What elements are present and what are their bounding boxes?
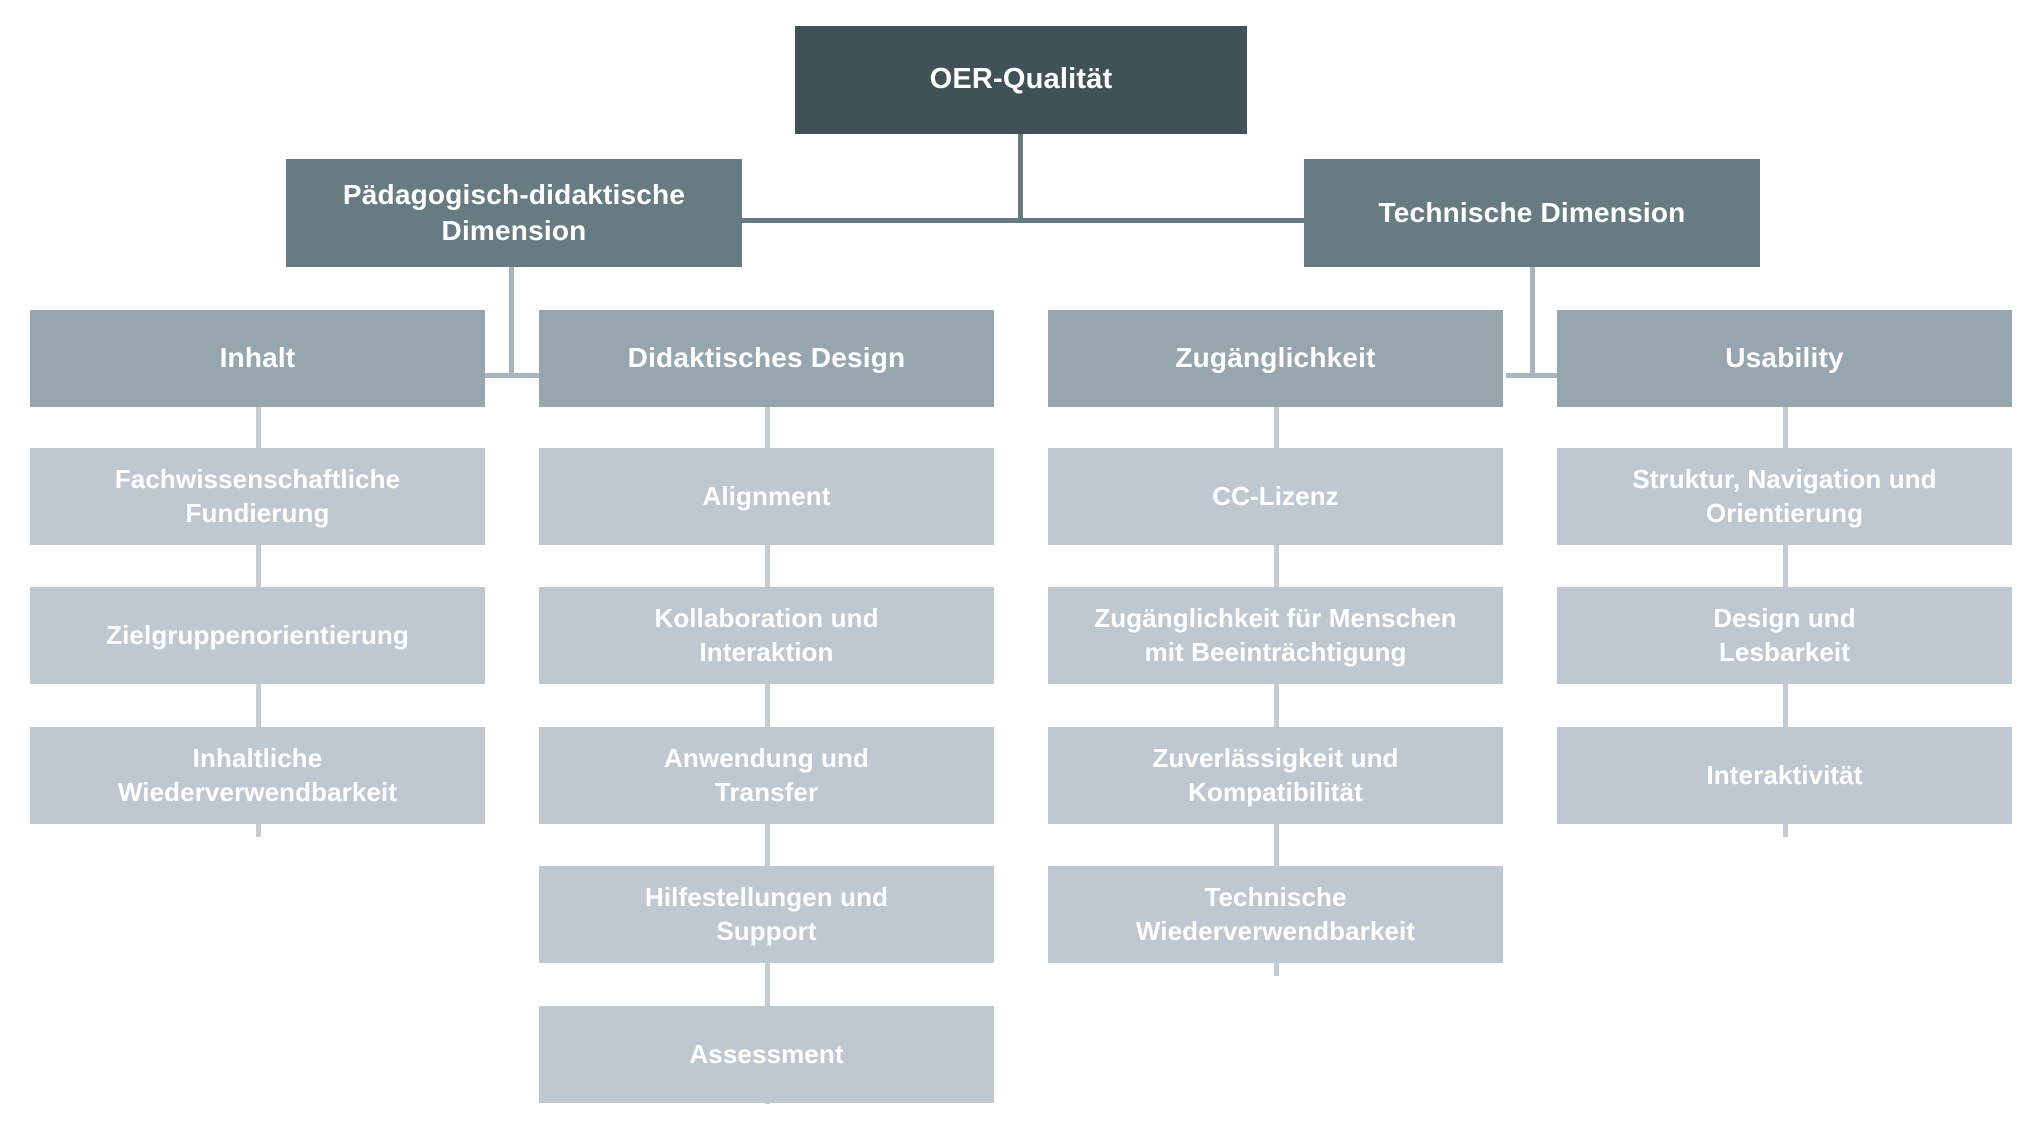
- node-criterion-anwendung-und-transfer[interactable]: Anwendung und Transfer: [539, 727, 994, 824]
- node-criterion-zugaenglichkeit-fuer-menschen-mit-beeintraechtigung[interactable]: Zugänglichkeit für Menschen mit Beeinträ…: [1048, 587, 1503, 684]
- node-criterion-interaktivitaet-label: Interaktivität: [1706, 759, 1863, 790]
- node-criterion-technische-wiederverwendbarkeit[interactable]: Technische Wiederverwendbarkeit: [1048, 866, 1503, 963]
- node-criterion-zugaenglichkeit-fuer-menschen-mit-beeintraechtigung-label: Zugänglichkeit für Menschen mit Beeinträ…: [1094, 602, 1457, 667]
- node-criterion-alignment[interactable]: Alignment: [539, 448, 994, 545]
- node-criterion-struktur-navigation-und-orientierung[interactable]: Struktur, Navigation und Orientierung: [1557, 448, 2012, 545]
- connector-technical-dimension-vertical: [1530, 267, 1535, 377]
- node-category-zugaenglichkeit-label: Zugänglichkeit: [1175, 342, 1376, 374]
- node-category-didaktisches-design[interactable]: Didaktisches Design: [539, 310, 994, 407]
- connector-column-zugaenglichkeit: [1274, 407, 1279, 976]
- node-criterion-kollaboration-und-interaktion[interactable]: Kollaboration und Interaktion: [539, 587, 994, 684]
- node-category-usability-label: Usability: [1725, 342, 1844, 374]
- node-criterion-technische-wiederverwendbarkeit-label: Technische Wiederverwendbarkeit: [1135, 881, 1416, 946]
- node-criterion-zielgruppenorientierung-label: Zielgruppenorientierung: [106, 619, 409, 650]
- node-criterion-anwendung-und-transfer-label: Anwendung und Transfer: [664, 742, 869, 807]
- node-paedagogisch-didaktische-dimension-label: Pädagogisch-didaktische Dimension: [342, 178, 686, 246]
- node-category-didaktisches-design-label: Didaktisches Design: [627, 342, 906, 374]
- node-oer-qualitaet-label: OER-Qualität: [929, 63, 1113, 96]
- connector-pedagogical-dimension-horizontal: [485, 373, 543, 378]
- node-category-zugaenglichkeit[interactable]: Zugänglichkeit: [1048, 310, 1503, 407]
- node-criterion-kollaboration-und-interaktion-label: Kollaboration und Interaktion: [654, 602, 879, 667]
- node-category-inhalt[interactable]: Inhalt: [30, 310, 485, 407]
- node-category-inhalt-label: Inhalt: [219, 342, 296, 374]
- connector-pedagogical-dimension-vertical: [509, 267, 514, 377]
- connector-root-vertical: [1018, 134, 1023, 220]
- node-criterion-cc-lizenz[interactable]: CC-Lizenz: [1048, 448, 1503, 545]
- node-criterion-zuverlaessigkeit-und-kompatibilitaet[interactable]: Zuverlässigkeit und Kompatibilität: [1048, 727, 1503, 824]
- node-criterion-alignment-label: Alignment: [702, 480, 831, 511]
- node-criterion-fachwissenschaftliche-fundierung-label: Fachwissenschaftliche Fundierung: [114, 463, 401, 528]
- connector-dimensions-horizontal: [742, 218, 1304, 223]
- node-paedagogisch-didaktische-dimension[interactable]: Pädagogisch-didaktische Dimension: [286, 159, 742, 267]
- node-oer-qualitaet[interactable]: OER-Qualität: [795, 26, 1247, 134]
- node-criterion-fachwissenschaftliche-fundierung[interactable]: Fachwissenschaftliche Fundierung: [30, 448, 485, 545]
- node-criterion-zuverlaessigkeit-und-kompatibilitaet-label: Zuverlässigkeit und Kompatibilität: [1152, 742, 1399, 807]
- node-criterion-cc-lizenz-label: CC-Lizenz: [1212, 480, 1339, 511]
- node-criterion-hilfestellungen-und-support-label: Hilfestellungen und Support: [644, 881, 889, 946]
- node-criterion-zielgruppenorientierung[interactable]: Zielgruppenorientierung: [30, 587, 485, 684]
- node-category-usability[interactable]: Usability: [1557, 310, 2012, 407]
- node-technische-dimension-label: Technische Dimension: [1378, 196, 1686, 228]
- node-criterion-design-und-lesbarkeit[interactable]: Design und Lesbarkeit: [1557, 587, 2012, 684]
- node-criterion-design-und-lesbarkeit-label: Design und Lesbarkeit: [1713, 602, 1856, 667]
- node-criterion-inhaltliche-wiederverwendbarkeit[interactable]: Inhaltliche Wiederverwendbarkeit: [30, 727, 485, 824]
- node-criterion-hilfestellungen-und-support[interactable]: Hilfestellungen und Support: [539, 866, 994, 963]
- node-criterion-interaktivitaet[interactable]: Interaktivität: [1557, 727, 2012, 824]
- connector-technical-dimension-horizontal: [1506, 373, 1564, 378]
- node-criterion-struktur-navigation-und-orientierung-label: Struktur, Navigation und Orientierung: [1632, 463, 1937, 528]
- node-criterion-assessment-label: Assessment: [689, 1038, 844, 1069]
- node-criterion-assessment[interactable]: Assessment: [539, 1006, 994, 1103]
- node-criterion-inhaltliche-wiederverwendbarkeit-label: Inhaltliche Wiederverwendbarkeit: [117, 742, 398, 807]
- node-technische-dimension[interactable]: Technische Dimension: [1304, 159, 1760, 267]
